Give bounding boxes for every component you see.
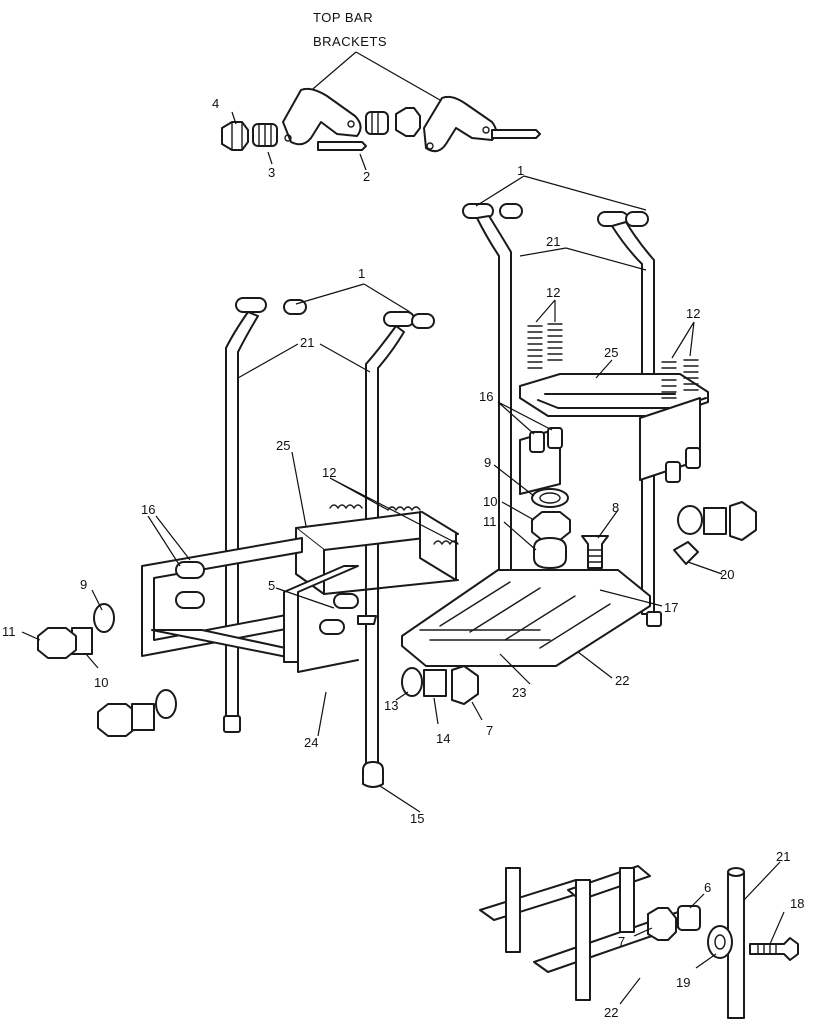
callout-21-base: 21 (776, 849, 790, 864)
callout-2: 2 (363, 169, 370, 184)
base-frame-detail (479, 865, 799, 1019)
callout-19: 19 (676, 975, 690, 990)
callout-1-right: 1 (517, 163, 524, 178)
callout-21-right: 21 (546, 234, 560, 249)
callout-22-base: 22 (604, 1005, 618, 1020)
callout-22-right: 22 (615, 673, 629, 688)
callout-20: 20 (720, 567, 734, 582)
callout-9-left: 9 (80, 577, 87, 592)
callout-17: 17 (664, 600, 678, 615)
callout-5: 5 (268, 578, 275, 593)
callout-6: 6 (704, 880, 711, 895)
title-line-1: TOP BAR (313, 10, 373, 25)
callout-4: 4 (212, 96, 219, 111)
callout-3: 3 (268, 165, 275, 180)
callout-13: 13 (384, 698, 398, 713)
callout-12-right-b: 12 (686, 306, 700, 321)
callout-11-right: 11 (483, 514, 497, 529)
top-bar-brackets (221, 87, 541, 153)
callout-7-base: 7 (618, 934, 625, 949)
callout-15: 15 (410, 811, 424, 826)
callout-16-right: 16 (479, 389, 493, 404)
callout-10-left: 10 (94, 675, 108, 690)
callout-25-left: 25 (276, 438, 290, 453)
callout-23: 23 (512, 685, 526, 700)
callout-12-left: 12 (322, 465, 336, 480)
callout-10-right: 10 (483, 494, 497, 509)
callout-21-left: 21 (300, 335, 314, 350)
callout-25-right: 25 (604, 345, 618, 360)
callout-24: 24 (304, 735, 318, 750)
callout-18: 18 (790, 896, 804, 911)
callout-12-right-a: 12 (546, 285, 560, 300)
callout-9-right: 9 (484, 455, 491, 470)
callout-7-left: 7 (486, 723, 493, 738)
callout-14: 14 (436, 731, 450, 746)
callout-8: 8 (612, 500, 619, 515)
callout-1-left: 1 (358, 266, 365, 281)
right-frame-assembly (401, 203, 757, 667)
callout-16-left: 16 (141, 502, 155, 517)
callout-11-left: 11 (2, 624, 16, 639)
left-frame-assembly (37, 297, 479, 788)
title-line-2: BRACKETS (313, 34, 387, 49)
